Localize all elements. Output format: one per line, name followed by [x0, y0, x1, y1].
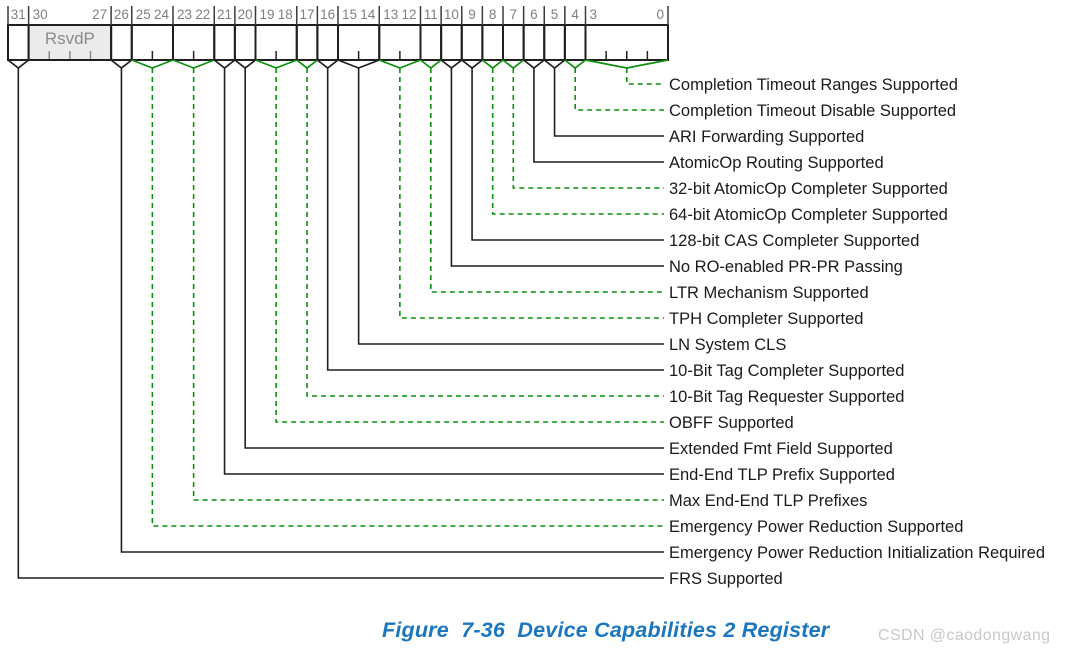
field-label: Completion Timeout Disable Supported	[669, 102, 956, 120]
bit-number: 14	[360, 7, 376, 22]
funnel	[213, 59, 236, 70]
field-label: AtomicOp Routing Supported	[669, 154, 884, 172]
reserved-field-label: RsvdP	[45, 29, 95, 48]
bit-number: 18	[278, 7, 293, 22]
bit-number: 19	[260, 7, 275, 22]
bit-number: 13	[383, 7, 398, 22]
figure-caption: Figure 7-36 Device Capabilities 2 Regist…	[382, 618, 830, 642]
funnel	[131, 59, 174, 69]
connector-line	[491, 68, 664, 215]
bit-number: 24	[154, 7, 170, 22]
connector-line	[399, 68, 664, 319]
bit-number: 27	[92, 7, 107, 22]
connector-line	[450, 68, 664, 267]
field-label: TPH Completer Supported	[669, 310, 863, 328]
field-label: 10-Bit Tag Completer Supported	[669, 362, 904, 380]
connector-line	[533, 68, 664, 163]
funnel	[110, 59, 133, 70]
funnel	[585, 59, 669, 69]
bit-number: 25	[136, 7, 151, 22]
funnel	[378, 59, 421, 69]
funnel	[523, 59, 545, 70]
field-label: End-End TLP Prefix Supported	[669, 466, 895, 484]
funnel	[564, 59, 587, 70]
bit-number: 16	[320, 7, 335, 22]
bit-number: 6	[530, 7, 538, 22]
funnel	[316, 59, 339, 70]
funnel	[502, 59, 525, 70]
connector-line	[223, 68, 664, 475]
connector-line	[512, 68, 664, 189]
field-label: ARI Forwarding Supported	[669, 128, 864, 146]
funnel	[461, 59, 483, 70]
connector-line	[326, 68, 664, 371]
bit-number: 30	[33, 7, 48, 22]
bit-number: 3	[590, 7, 598, 22]
connector-line	[471, 68, 664, 241]
bit-number: 31	[11, 7, 26, 22]
bit-number: 22	[195, 7, 210, 22]
field-label: LTR Mechanism Supported	[669, 284, 869, 302]
field-label: LN System CLS	[669, 336, 786, 354]
connector-line	[275, 68, 664, 423]
funnel	[234, 59, 257, 70]
connector-line	[574, 68, 664, 111]
field-label: 128-bit CAS Completer Supported	[669, 232, 919, 250]
bit-number: 11	[424, 7, 438, 22]
funnel	[337, 59, 380, 69]
field-label: Emergency Power Reduction Supported	[669, 518, 963, 536]
connector-line	[306, 68, 664, 397]
funnel	[481, 59, 504, 70]
connector-line	[430, 68, 664, 293]
funnel	[255, 59, 298, 69]
connector-line	[357, 68, 664, 345]
funnel	[7, 59, 30, 70]
bit-number: 7	[510, 7, 518, 22]
connector-line	[244, 68, 664, 449]
bit-number: 21	[217, 7, 232, 22]
field-label: OBFF Supported	[669, 414, 794, 432]
bit-number: 5	[551, 7, 559, 22]
field-label: Extended Fmt Field Supported	[669, 440, 893, 458]
bit-number: 9	[468, 7, 476, 22]
field-label: 32-bit AtomicOp Completer Supported	[669, 180, 948, 198]
funnel	[296, 59, 318, 70]
funnel	[419, 59, 442, 70]
field-label: Max End-End TLP Prefixes	[669, 492, 867, 510]
bit-number: 4	[571, 7, 579, 22]
bit-number: 15	[342, 7, 357, 22]
connector-line	[553, 68, 664, 137]
field-label: No RO-enabled PR-PR Passing	[669, 258, 903, 276]
connector-line	[625, 68, 664, 85]
bit-number: 26	[114, 7, 129, 22]
bit-number: 8	[489, 7, 497, 22]
field-label: 10-Bit Tag Requester Supported	[669, 388, 904, 406]
connector-line	[120, 68, 664, 553]
bit-number: 12	[401, 7, 416, 22]
csdn-watermark: CSDN @caodongwang	[878, 627, 1051, 644]
bit-number: 20	[238, 7, 253, 22]
connector-line	[192, 68, 664, 501]
field-label: 64-bit AtomicOp Completer Supported	[669, 206, 948, 224]
bit-number: 0	[656, 7, 664, 22]
bit-number: 10	[444, 7, 459, 22]
funnel	[172, 59, 215, 69]
field-label: Emergency Power Reduction Initialization…	[669, 544, 1045, 562]
bit-number: 17	[300, 7, 315, 22]
field-label: FRS Supported	[669, 570, 783, 588]
bit-number: 23	[177, 7, 192, 22]
funnel	[440, 59, 463, 70]
field-label: Completion Timeout Ranges Supported	[669, 76, 958, 94]
funnel	[543, 59, 566, 70]
connector-line	[17, 68, 664, 579]
